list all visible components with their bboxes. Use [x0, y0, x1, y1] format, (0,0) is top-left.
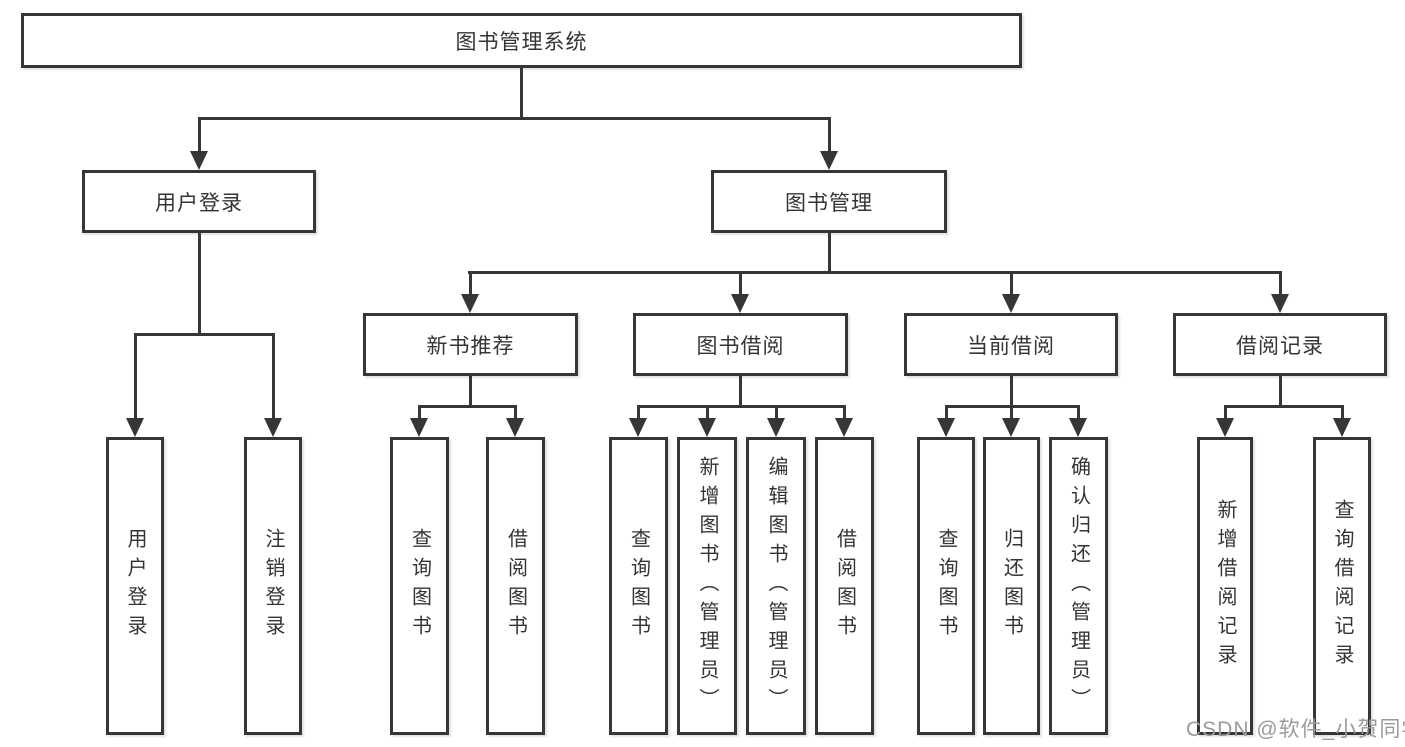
connector-line-v — [197, 233, 201, 336]
node-borrowing-records: 借阅记录 — [1173, 313, 1387, 376]
connector-line-v — [271, 336, 275, 420]
connector-line-v — [1223, 408, 1227, 420]
node-book-borrowing: 图书借阅 — [633, 313, 848, 376]
node-new-book-recommend: 新书推荐 — [363, 313, 578, 376]
leaf-records-add-borrow-record: 新增借阅记录 — [1197, 437, 1253, 735]
connector-line-v — [636, 408, 640, 420]
arrow-down-icon — [1069, 418, 1087, 437]
arrow-down-icon — [1271, 294, 1289, 313]
arrow-down-icon — [410, 418, 428, 437]
connector-line-v — [1009, 408, 1013, 420]
node-user-login: 用户登录 — [82, 170, 316, 233]
connector-line-v — [468, 376, 472, 407]
connector-line-v — [513, 408, 517, 420]
leaf-borrowing-borrow-books: 借阅图书 — [815, 437, 874, 735]
connector-line-v — [944, 408, 948, 420]
connector-line-v — [1009, 376, 1013, 407]
leaf-user-login: 用户登录 — [106, 437, 164, 735]
arrow-down-icon — [1002, 294, 1020, 313]
arrow-down-icon — [1002, 418, 1020, 437]
arrow-down-icon — [835, 418, 853, 437]
leaf-borrowing-edit-books-admin: 编辑图书（管理员） — [746, 437, 806, 735]
connector-line-v — [1009, 274, 1013, 296]
connector-line-v — [1076, 408, 1080, 420]
arrow-down-icon — [1216, 418, 1234, 437]
arrow-down-icon — [937, 418, 955, 437]
leaf-borrowing-add-books-admin: 新增图书（管理员） — [677, 437, 737, 735]
connector-line-v — [133, 336, 137, 420]
leaf-current-query-books: 查询图书 — [917, 437, 975, 735]
arrow-down-icon — [461, 294, 479, 313]
connector-line-v — [468, 274, 472, 296]
arrow-down-icon — [731, 294, 749, 313]
leaf-records-query-borrow-record: 查询借阅记录 — [1313, 437, 1371, 735]
connector-line-v — [705, 408, 709, 420]
leaf-borrowing-query-books: 查询图书 — [609, 437, 668, 735]
leaf-current-confirm-return-admin: 确认归还（管理员） — [1049, 437, 1108, 735]
connector-line-v — [738, 376, 742, 407]
arrow-down-icon — [629, 418, 647, 437]
connector-line-v — [1278, 274, 1282, 296]
connector-line-v — [417, 408, 421, 420]
connector-line-v — [842, 408, 846, 420]
connector-line-v — [774, 408, 778, 420]
node-root-library-system: 图书管理系统 — [21, 13, 1022, 68]
arrow-down-icon — [767, 418, 785, 437]
arrow-down-icon — [506, 418, 524, 437]
leaf-recommend-query-books: 查询图书 — [390, 437, 449, 735]
arrow-down-icon — [264, 418, 282, 437]
connector-line-v — [519, 68, 523, 120]
leaf-recommend-borrow-books: 借阅图书 — [486, 437, 545, 735]
watermark: CSDN @软件_小贺同学 — [1186, 718, 1405, 741]
connector-line-v — [738, 274, 742, 296]
leaf-current-return-books: 归还图书 — [983, 437, 1040, 735]
connector-line-v — [1340, 408, 1344, 420]
connector-line-h — [467, 271, 1282, 274]
connector-line-v — [827, 233, 831, 274]
connector-line-v — [1278, 376, 1282, 407]
connector-line-h — [417, 405, 517, 408]
connector-line-h — [197, 117, 831, 120]
node-current-borrowing: 当前借阅 — [904, 313, 1118, 376]
connector-line-v — [197, 120, 201, 153]
connector-line-v — [827, 120, 831, 153]
connector-line-h — [1223, 405, 1344, 408]
arrow-down-icon — [820, 151, 838, 170]
leaf-logout: 注销登录 — [244, 437, 302, 735]
node-book-management: 图书管理 — [711, 170, 947, 233]
arrow-down-icon — [698, 418, 716, 437]
connector-line-h — [944, 405, 1080, 408]
arrow-down-icon — [190, 151, 208, 170]
arrow-down-icon — [1333, 418, 1351, 437]
connector-line-h — [636, 405, 846, 408]
connector-line-h — [133, 333, 275, 336]
arrow-down-icon — [126, 418, 144, 437]
